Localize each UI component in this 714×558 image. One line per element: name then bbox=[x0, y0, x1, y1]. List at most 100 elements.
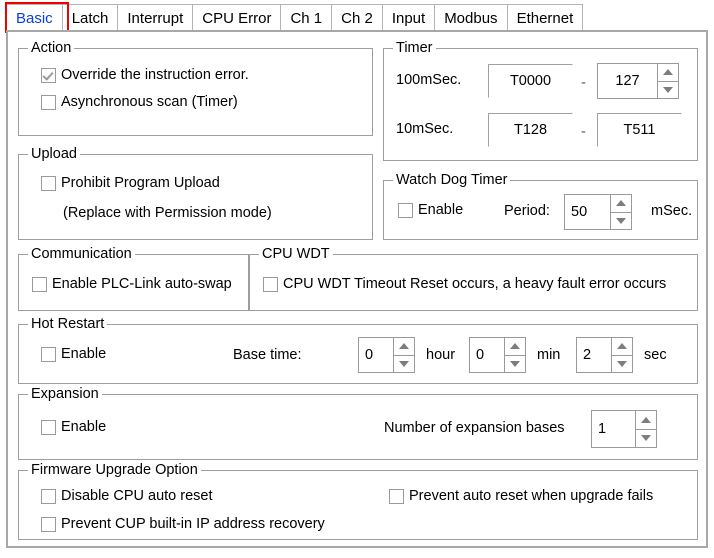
checkbox-label: Enable bbox=[61, 346, 107, 362]
triangle-up-icon[interactable] bbox=[636, 411, 656, 430]
spinner-hot-restart-sec[interactable]: 2 bbox=[576, 337, 633, 373]
triangle-down-icon[interactable] bbox=[612, 355, 632, 372]
tab-ch-2[interactable]: Ch 2 bbox=[331, 4, 383, 31]
label-hour-unit: hour bbox=[426, 347, 456, 363]
spinner-buttons bbox=[393, 338, 414, 372]
checkbox-box[interactable] bbox=[41, 175, 56, 191]
checkbox-box[interactable] bbox=[389, 488, 404, 504]
spinner-expansion-bases[interactable]: 1 bbox=[591, 410, 657, 448]
group-communication-legend: Communication bbox=[28, 246, 135, 262]
label-base-time: Base time: bbox=[233, 347, 302, 363]
checkbox-label: Prohibit Program Upload bbox=[61, 175, 220, 191]
triangle-up-icon[interactable] bbox=[658, 64, 678, 82]
group-action-legend: Action bbox=[28, 40, 75, 56]
checkbox-override-instruction-error[interactable]: Override the instruction error. bbox=[41, 67, 249, 83]
checkbox-label: Prevent auto reset when upgrade fails bbox=[409, 488, 654, 504]
group-timer: Timer 100mSec. T0000 - 127 10mSec. T128 … bbox=[383, 40, 698, 161]
triangle-up-icon[interactable] bbox=[611, 195, 631, 213]
spinner-hot-restart-hour[interactable]: 0 bbox=[358, 337, 415, 373]
tab-ch-1[interactable]: Ch 1 bbox=[280, 4, 333, 31]
tab-bar: Basic Latch Interrupt CPU Error Ch 1 Ch … bbox=[6, 4, 584, 31]
checkbox-label: Prevent CUP built-in IP address recovery bbox=[61, 516, 325, 532]
label-100msec: 100mSec. bbox=[396, 72, 462, 88]
spinner-value[interactable]: 50 bbox=[571, 204, 588, 220]
field-timer-100ms-start[interactable]: T0000 bbox=[488, 64, 573, 98]
spinner-timer-100ms-end[interactable]: 127 bbox=[597, 63, 679, 99]
checkbox-label: Enable bbox=[418, 202, 464, 218]
tab-label: Input bbox=[391, 9, 426, 27]
field-value: T128 bbox=[513, 122, 548, 138]
field-timer-10ms-end[interactable]: T511 bbox=[597, 113, 682, 147]
spinner-buttons bbox=[657, 64, 678, 98]
checkbox-expansion-enable[interactable]: Enable bbox=[41, 419, 106, 435]
checkbox-box[interactable] bbox=[41, 67, 56, 83]
spinner-buttons bbox=[610, 195, 631, 229]
field-value: T511 bbox=[623, 122, 656, 138]
label-watchdog-unit: mSec. bbox=[651, 203, 693, 219]
checkbox-prohibit-program-upload[interactable]: Prohibit Program Upload bbox=[41, 175, 220, 191]
checkbox-label: Enable bbox=[61, 419, 107, 435]
checkbox-label: Disable CPU auto reset bbox=[61, 488, 213, 504]
triangle-down-icon[interactable] bbox=[611, 212, 631, 229]
tab-label: Ethernet bbox=[516, 9, 574, 27]
checkbox-label: Override the instruction error. bbox=[61, 67, 249, 83]
spinner-value[interactable]: 127 bbox=[615, 73, 640, 89]
tab-label: Latch bbox=[71, 9, 109, 27]
triangle-down-icon[interactable] bbox=[394, 355, 414, 372]
tab-ethernet[interactable]: Ethernet bbox=[506, 4, 584, 31]
checkbox-box[interactable] bbox=[41, 419, 56, 435]
spinner-value[interactable]: 0 bbox=[476, 347, 485, 363]
group-upload: Upload Prohibit Program Upload (Replace … bbox=[18, 146, 373, 240]
tab-latch[interactable]: Latch bbox=[61, 4, 119, 31]
field-timer-10ms-start[interactable]: T128 bbox=[488, 113, 573, 147]
checkbox-box[interactable] bbox=[398, 202, 413, 218]
checkbox-hot-restart-enable[interactable]: Enable bbox=[41, 346, 106, 362]
triangle-up-icon[interactable] bbox=[612, 338, 632, 356]
tab-cpu-error[interactable]: CPU Error bbox=[192, 4, 282, 31]
settings-panel: Action Override the instruction error. A… bbox=[6, 30, 708, 548]
label-min-unit: min bbox=[537, 347, 561, 363]
checkbox-box[interactable] bbox=[32, 276, 47, 292]
checkbox-box[interactable] bbox=[263, 276, 278, 292]
checkbox-enable-plc-link-auto-swap[interactable]: Enable PLC-Link auto-swap bbox=[32, 276, 232, 292]
group-expansion-legend: Expansion bbox=[28, 386, 102, 402]
checkbox-asynchronous-scan[interactable]: Asynchronous scan (Timer) bbox=[41, 94, 238, 110]
checkbox-box[interactable] bbox=[41, 516, 56, 532]
triangle-down-icon[interactable] bbox=[658, 81, 678, 98]
triangle-down-icon[interactable] bbox=[636, 429, 656, 447]
checkbox-prevent-ip-address-recovery[interactable]: Prevent CUP built-in IP address recovery bbox=[41, 516, 325, 532]
checkbox-label: Enable PLC-Link auto-swap bbox=[52, 276, 232, 292]
group-cpu-wdt: CPU WDT CPU WDT Timeout Reset occurs, a … bbox=[249, 246, 698, 311]
label-10msec: 10mSec. bbox=[396, 121, 454, 137]
checkbox-cpu-wdt-timeout-reset[interactable]: CPU WDT Timeout Reset occurs, a heavy fa… bbox=[263, 276, 666, 292]
tab-modbus[interactable]: Modbus bbox=[434, 4, 508, 31]
tab-interrupt[interactable]: Interrupt bbox=[117, 4, 194, 31]
group-hot-restart: Hot Restart Enable Base time: 0 hour 0 m… bbox=[18, 316, 698, 384]
triangle-up-icon[interactable] bbox=[394, 338, 414, 356]
checkbox-label: Asynchronous scan (Timer) bbox=[61, 94, 238, 110]
upload-note: (Replace with Permission mode) bbox=[63, 205, 272, 221]
spinner-watchdog-period[interactable]: 50 bbox=[564, 194, 632, 230]
checkbox-prevent-auto-reset-on-fail[interactable]: Prevent auto reset when upgrade fails bbox=[389, 488, 653, 504]
group-firmware-upgrade-option: Firmware Upgrade Option Disable CPU auto… bbox=[18, 462, 698, 540]
spinner-value[interactable]: 2 bbox=[583, 347, 592, 363]
spinner-value[interactable]: 1 bbox=[598, 421, 607, 437]
tab-basic[interactable]: Basic bbox=[6, 4, 63, 31]
checkbox-box[interactable] bbox=[41, 94, 56, 110]
tab-input[interactable]: Input bbox=[381, 4, 436, 31]
group-watch-dog-timer: Watch Dog Timer Enable Period: 50 mSec. bbox=[383, 172, 698, 240]
checkbox-box[interactable] bbox=[41, 346, 56, 362]
group-watch-dog-timer-legend: Watch Dog Timer bbox=[393, 172, 511, 188]
checkbox-box[interactable] bbox=[41, 488, 56, 504]
checkbox-watchdog-enable[interactable]: Enable bbox=[398, 202, 463, 218]
triangle-up-icon[interactable] bbox=[505, 338, 525, 356]
group-timer-legend: Timer bbox=[393, 40, 436, 56]
tab-label: CPU Error bbox=[202, 9, 272, 27]
timer-10ms-separator: - bbox=[581, 124, 586, 140]
spinner-value[interactable]: 0 bbox=[365, 347, 374, 363]
group-communication: Communication Enable PLC-Link auto-swap bbox=[18, 246, 249, 311]
tab-label: Basic bbox=[16, 9, 53, 27]
checkbox-disable-cpu-auto-reset[interactable]: Disable CPU auto reset bbox=[41, 488, 213, 504]
spinner-hot-restart-min[interactable]: 0 bbox=[469, 337, 526, 373]
triangle-down-icon[interactable] bbox=[505, 355, 525, 372]
